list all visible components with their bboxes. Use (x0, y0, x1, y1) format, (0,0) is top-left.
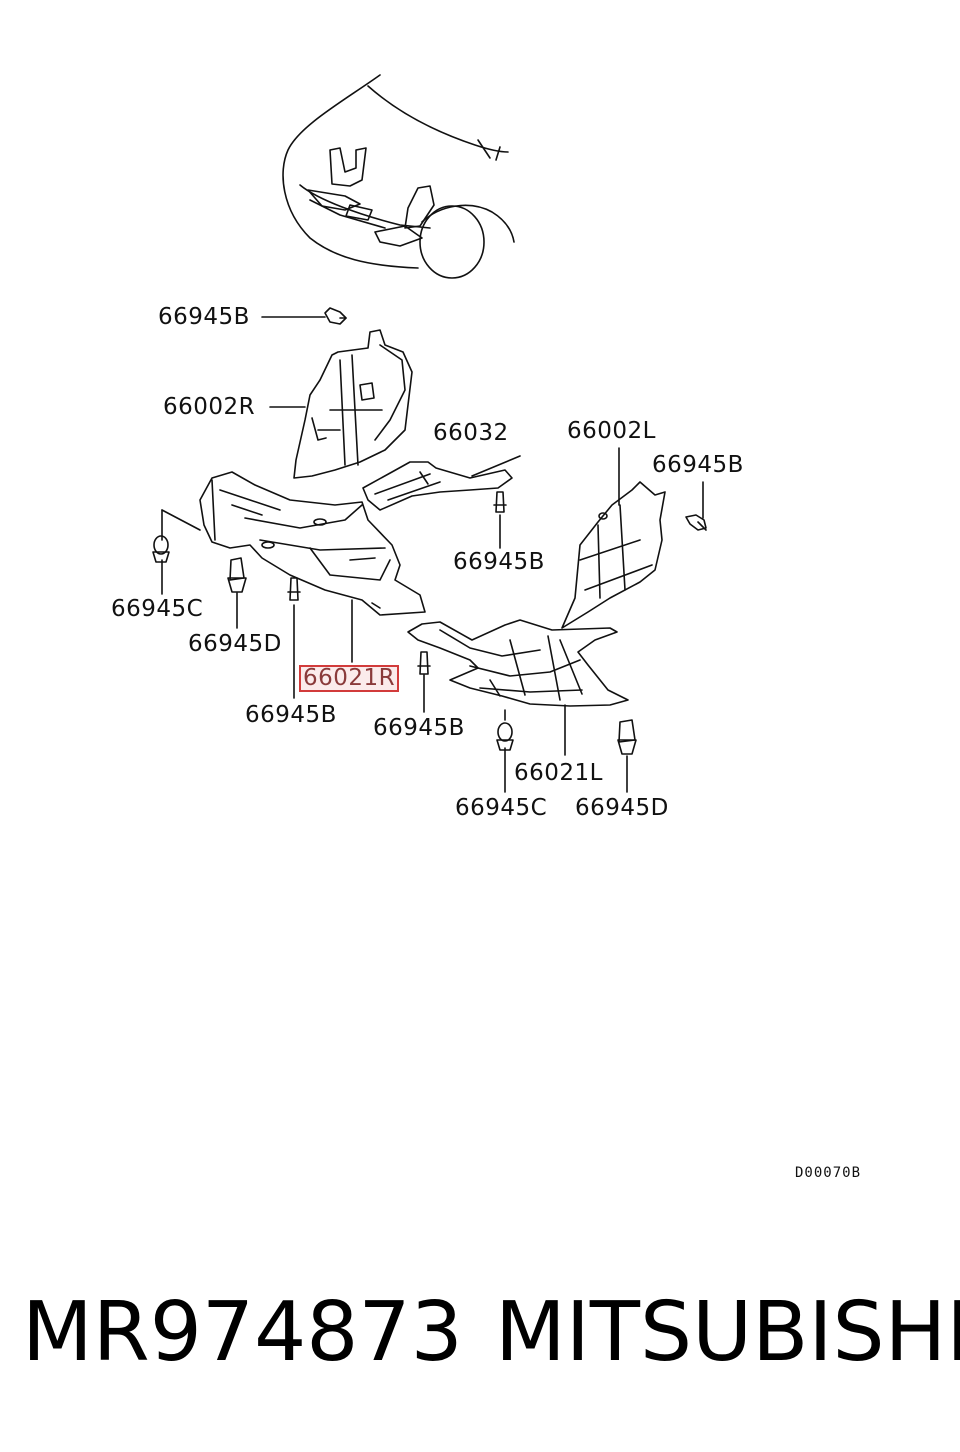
callout-66945b-lower-left: 66945B (245, 702, 337, 728)
callout-66945c-right: 66945C (455, 795, 548, 821)
fastener-b-top-icon (324, 307, 347, 325)
callout-66945b-middle: 66945B (453, 549, 545, 575)
engine-cover-left-drawing (407, 619, 629, 707)
fastener-d-right-icon (617, 719, 637, 755)
callout-66945b-lower-mid: 66945B (373, 715, 465, 741)
drawing-code: D00070B (795, 1165, 862, 1181)
splash-shield-left-drawing (561, 481, 666, 629)
fastener-b-lower-mid-icon (417, 651, 431, 675)
callout-66945c-left: 66945C (111, 596, 204, 622)
fastener-c-right-icon (496, 722, 514, 751)
brand-name: MITSUBISHI (495, 1285, 960, 1380)
splash-shield-right-drawing (293, 329, 413, 479)
callout-66945b-top: 66945B (158, 304, 250, 330)
callout-66945b-right: 66945B (652, 452, 744, 478)
callout-66021r-highlighted[interactable]: 66021R (298, 665, 400, 692)
callout-66032: 66032 (433, 420, 509, 446)
callout-66021l: 66021L (514, 760, 603, 786)
part-number: MR974873 (22, 1285, 463, 1380)
fastener-b-lower-left-icon (287, 577, 301, 601)
fastener-b-right-icon (685, 514, 707, 531)
callout-66945d-left: 66945D (188, 631, 282, 657)
callout-66002r: 66002R (163, 394, 256, 420)
leader-lines (161, 316, 704, 793)
engine-cover-right-drawing (199, 471, 426, 616)
callout-66945d-right: 66945D (575, 795, 669, 821)
vehicle-overview-illustration (282, 74, 515, 279)
fastener-c-left-icon (152, 535, 170, 563)
callout-66002l: 66002L (567, 418, 656, 444)
bracket-drawing (362, 461, 513, 511)
fastener-d-left-icon (227, 557, 247, 593)
fastener-b-middle-icon (493, 491, 507, 513)
